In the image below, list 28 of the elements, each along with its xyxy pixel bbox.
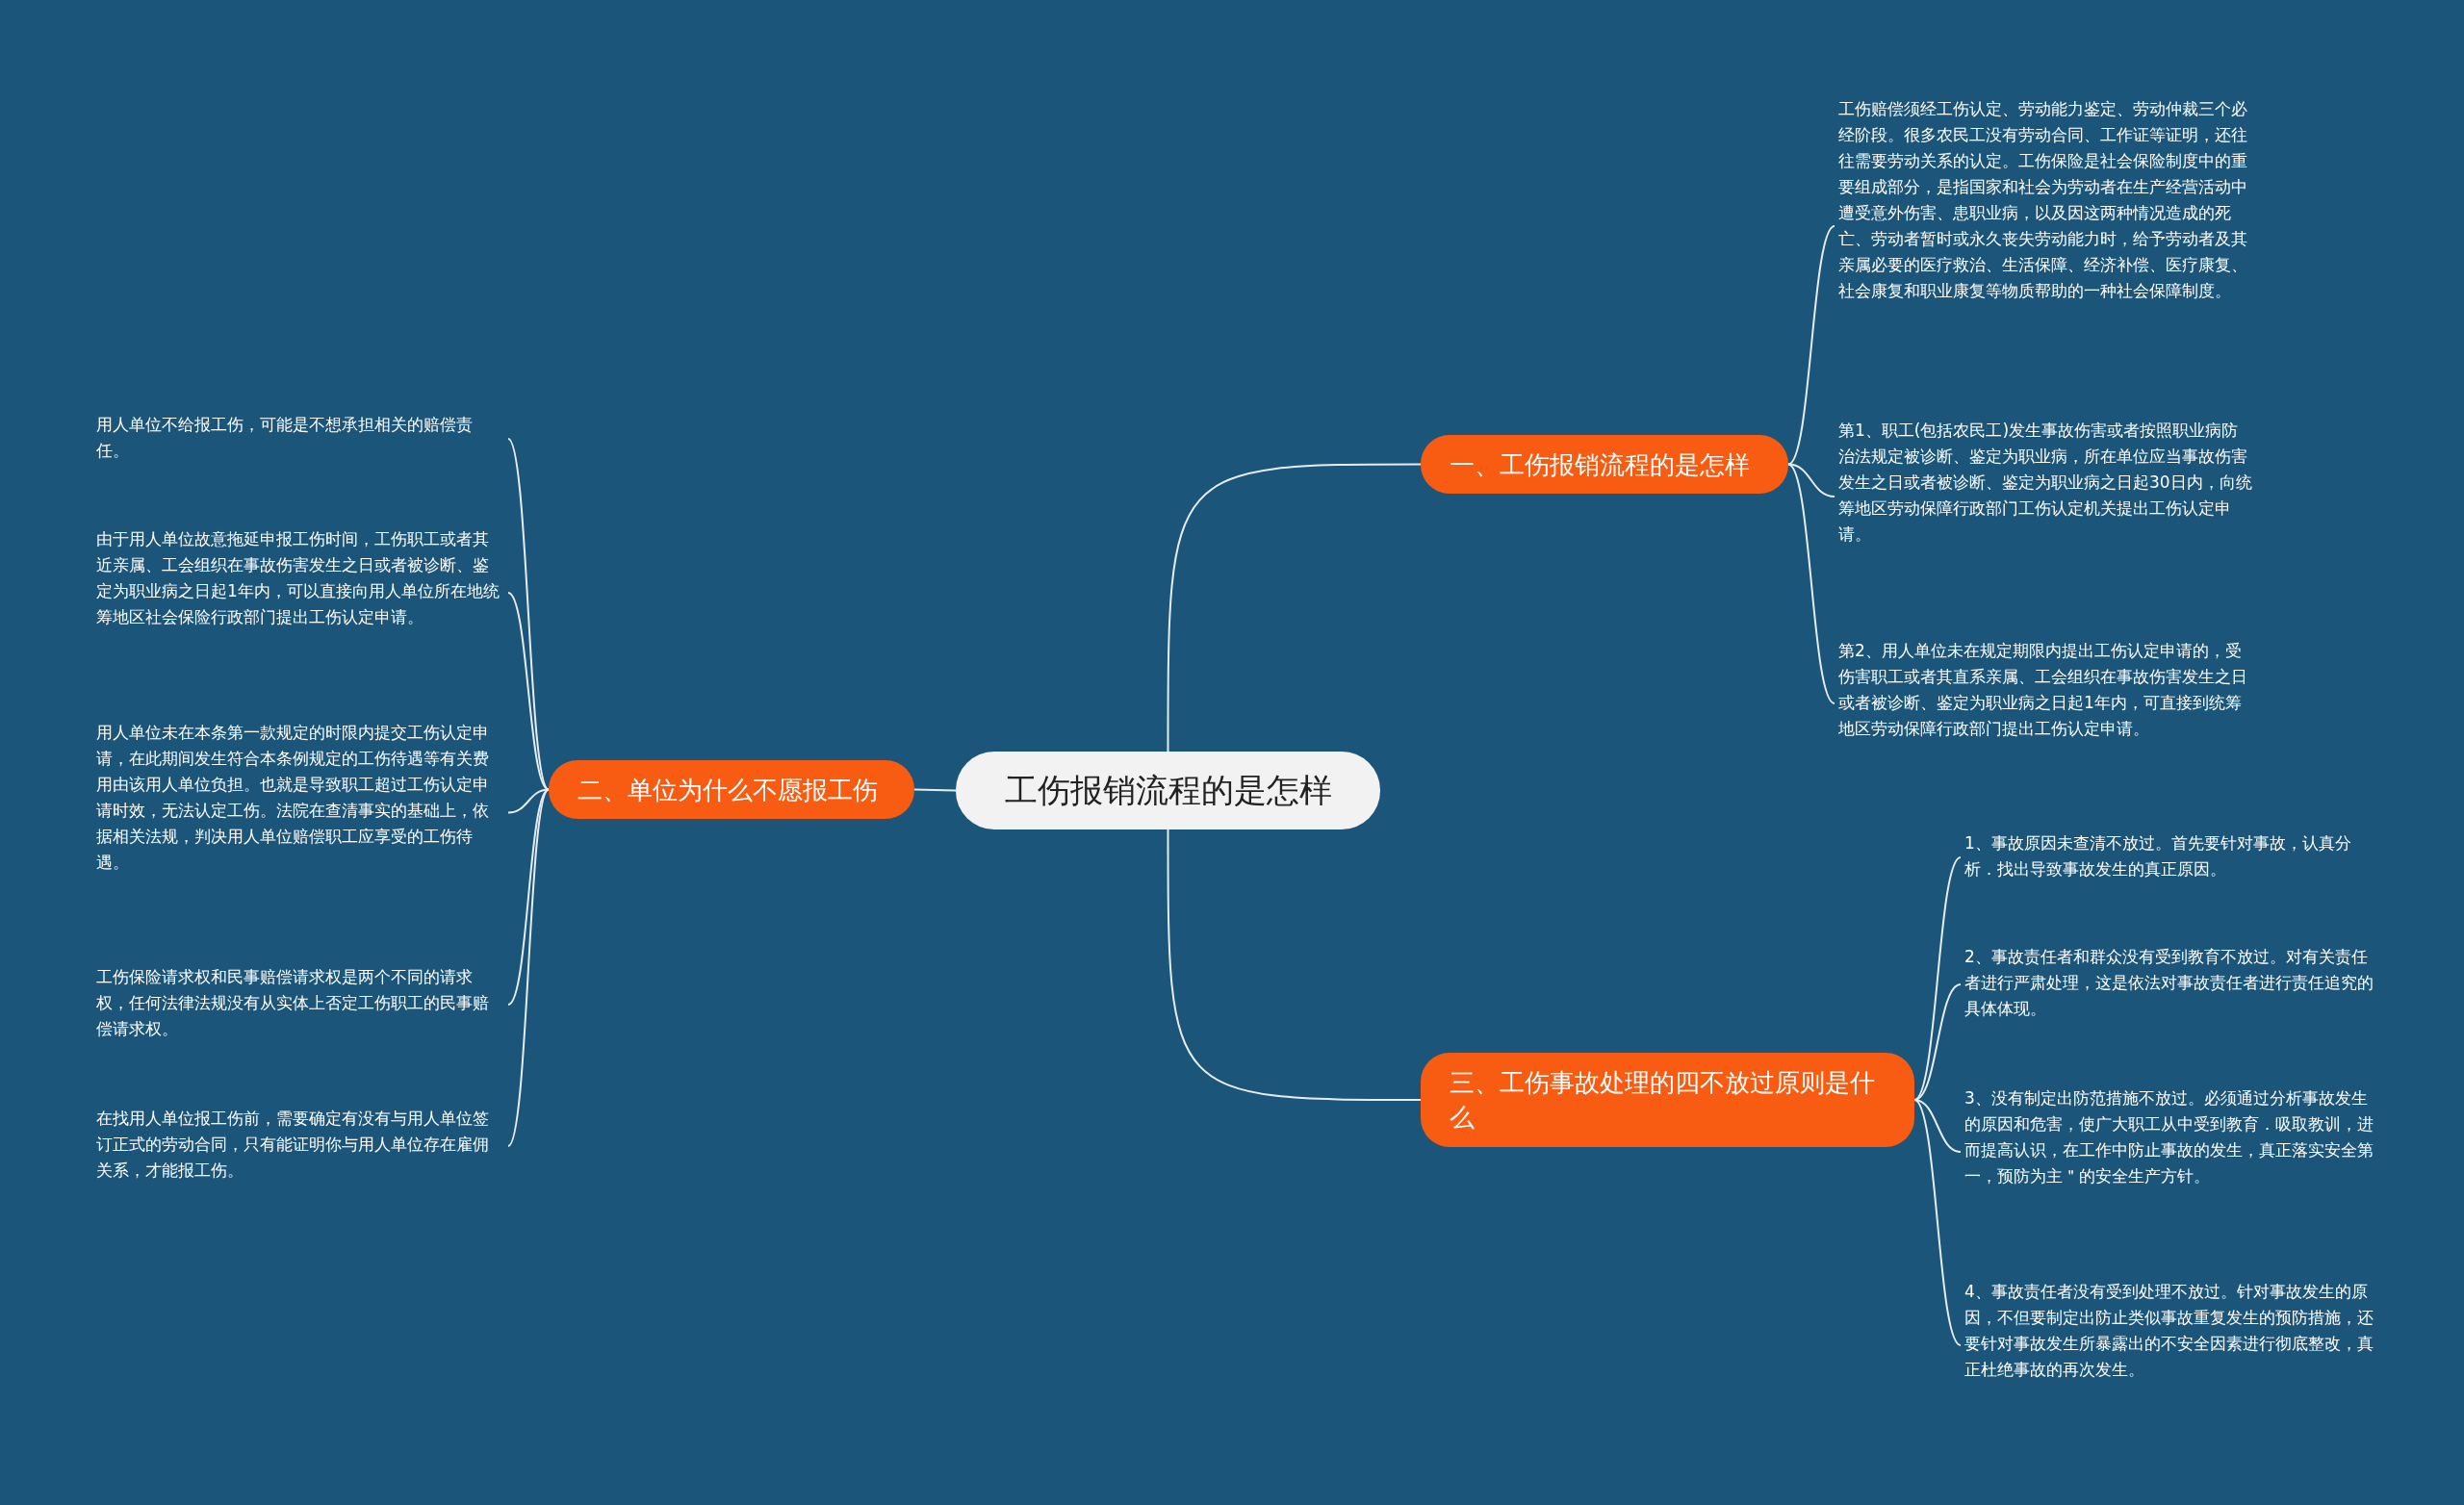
topic-box: 三、工伤事故处理的四不放过原则是什么 bbox=[1421, 1053, 1914, 1147]
connector-line bbox=[1913, 983, 1962, 1101]
note-text: 第1、职工(包括农民工)发生事故伤害或者按照职业病防治法规定被诊断、鉴定为职业病，所在单位应当事故伤害发生之日或者被诊断、鉴定为职业病之日起30日内，向统筹地区劳动保障行政部门工伤认定机关提出工伤认定申请。 bbox=[1838, 418, 2252, 575]
connector-line bbox=[1913, 1099, 1962, 1346]
note-text: 工伤保险请求权和民事赔偿请求权是两个不同的请求权，任何法律法规没有从实体上否定工伤职工的民事赔偿请求权。 bbox=[96, 964, 504, 1045]
topic-box: 一、工伤报销流程的是怎样 bbox=[1421, 435, 1788, 494]
connector-line bbox=[1167, 463, 1422, 752]
note-text: 3、没有制定出防范措施不放过。必须通过分析事故发生的原因和危害，使广大职工从中受到教育．吸取教训，进而提高认识，在工作中防止事故的发生，真正落实安全第一，预防为主＂的安全生产方针。 bbox=[1964, 1085, 2376, 1218]
topic-box: 二、单位为什么不愿报工伤 bbox=[549, 760, 914, 819]
note-text: 由于用人单位故意拖延申报工伤时间，工伤职工或者其近亲属、工会组织在事故伤害发生之日或者被诊断、鉴定为职业病之日起1年内，可以直接向用人单位所在地统筹地区社会保险行政部门提出工伤认定申请。 bbox=[96, 526, 504, 659]
connector-line bbox=[1787, 225, 1835, 466]
note-text: 在找用人单位报工伤前，需要确定有没有与用人单位签订正式的劳动合同，只有能证明你与用人单位存在雇佣关系，才能报工伤。 bbox=[96, 1106, 504, 1186]
note-text: 用人单位不给报工伤，可能是不想承担相关的赔偿责任。 bbox=[96, 412, 504, 466]
connector-line bbox=[1787, 463, 1835, 704]
note-text: 1、事故原因未查清不放过。首先要针对事故，认真分析．找出导致事故发生的真正原因。 bbox=[1964, 830, 2376, 884]
connector-line bbox=[507, 788, 550, 1147]
note-text: 2、事故责任者和群众没有受到教育不放过。对有关责任者进行严肃处理，这是依法对事故责任者进行责任追究的具体体现。 bbox=[1964, 944, 2376, 1025]
connector-line bbox=[507, 592, 550, 791]
central-topic-box: 工伤报销流程的是怎样 bbox=[956, 752, 1380, 829]
connector-line bbox=[1913, 1099, 1962, 1153]
connector-line bbox=[1913, 856, 1962, 1101]
note-text: 第2、用人单位未在规定期限内提出工伤认定申请的，受伤害职工或者其直系亲属、工会组织在事故伤害发生之日或者被诊断、鉴定为职业病之日起1年内，可直接到统筹地区劳动保障行政部门提出工伤认定申请。 bbox=[1838, 638, 2252, 769]
note-text: 工伤赔偿须经工伤认定、劳动能力鉴定、劳动仲裁三个必经阶段。很多农民工没有劳动合同、工作证等证明，还往往需要劳动关系的认定。工伤保险是社会保险制度中的重要组成部分，是指国家和社会为劳动者在生产经营活动中遭受意外伤害、患职业病，以及因这两种情况造成的死亡、劳动者暂时或永久丧失劳动能力时，给予劳动者及其亲属必要的医疗救治、生活保障、经济补偿、医疗康复、社会康复和职业康复等物质帮助的一种社会保障制度。 bbox=[1838, 96, 2252, 356]
note-text: 用人单位未在本条第一款规定的时限内提交工伤认定申请，在此期间发生符合本条例规定的工伤待遇等有关费用由该用人单位负担。也就是导致职工超过工伤认定申请时效，无法认定工伤。法院在查清事实的基础上，依据相关法规，判决用人单位赔偿职工应享受的工伤待遇。 bbox=[96, 720, 504, 906]
note-text: 4、事故责任者没有受到处理不放过。针对事故发生的原因，不但要制定出防止类似事故重复发生的预防措施，还要针对事故发生所暴露出的不安全因素进行彻底整改，真正杜绝事故的再次发生。 bbox=[1964, 1279, 2376, 1412]
connector-line bbox=[913, 788, 957, 792]
connector-line bbox=[1167, 829, 1422, 1101]
connector-line bbox=[507, 788, 550, 814]
